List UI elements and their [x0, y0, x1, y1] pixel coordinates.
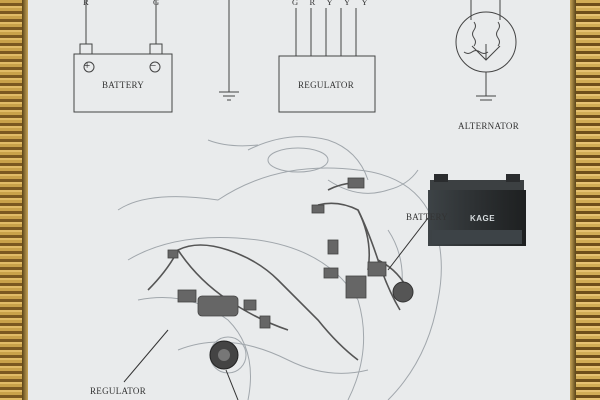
frame-inner-edge-right — [570, 0, 576, 400]
photo-battery-label: BATTERY — [406, 212, 449, 222]
photo-regulator-label: REGULATOR — [90, 386, 147, 396]
wiring-diagram — [73, 0, 526, 400]
battery-post-pos — [79, 43, 93, 55]
battery-label: BATTERY — [102, 80, 145, 90]
regulator-pin: R — [309, 0, 316, 7]
battery-pin-g: G — [153, 0, 160, 7]
battery-brand-logo: KAGE — [470, 214, 496, 223]
frame-inner-edge-left — [22, 0, 28, 400]
regulator-label: REGULATOR — [298, 80, 355, 90]
regulator-leader — [123, 329, 169, 383]
battery-pin-r: R — [83, 0, 89, 7]
regulator-pin: Y — [344, 0, 351, 7]
battery-photo — [428, 174, 526, 246]
regulator-pin-labels: G R Y Y Y — [292, 0, 368, 7]
battery-leader — [387, 217, 429, 271]
regulator-pin: G — [292, 0, 299, 7]
battery-terminal-pos-sign: + — [84, 60, 91, 72]
regulator-pin: Y — [361, 0, 368, 7]
battery-terminal-neg-sign: − — [150, 60, 157, 72]
alternator-circle — [455, 11, 517, 73]
battery-box — [73, 53, 173, 113]
battery-terminal-pos — [83, 61, 95, 73]
harness-connectors — [167, 177, 387, 329]
regulator-box — [278, 55, 376, 113]
battery-post-neg — [149, 43, 163, 55]
regulator-pin: Y — [326, 0, 333, 7]
alternator-label: ALTERNATOR — [458, 121, 520, 131]
battery-terminal-neg — [149, 61, 161, 73]
